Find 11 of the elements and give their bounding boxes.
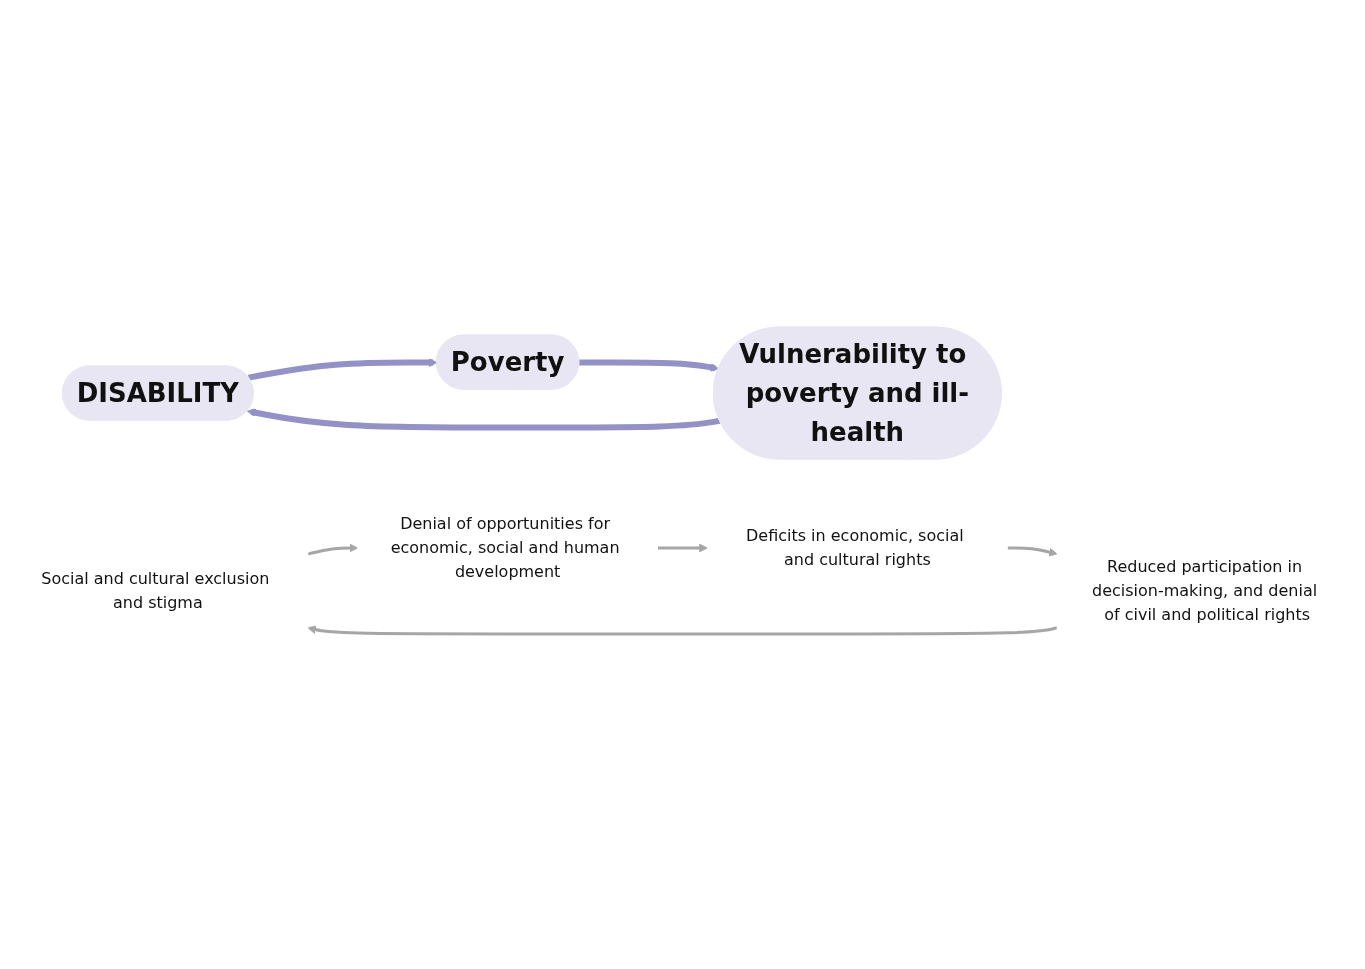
arrow <box>1007 546 1058 557</box>
arrow <box>246 408 721 431</box>
node-text: Denial of opportunities for economic, social and human development <box>390 513 620 581</box>
arrow <box>657 543 708 553</box>
node-text: Deficits in economic, social and cultural rights <box>745 525 964 569</box>
arrow <box>307 543 359 556</box>
node-text: Reduced participation in decision-making, and denial of civil and political rights <box>1092 556 1318 624</box>
arrow <box>307 625 1058 636</box>
arrow <box>579 359 720 372</box>
node-text: Social and cultural exclusion and stigma <box>41 568 270 612</box>
arrow <box>247 358 438 381</box>
